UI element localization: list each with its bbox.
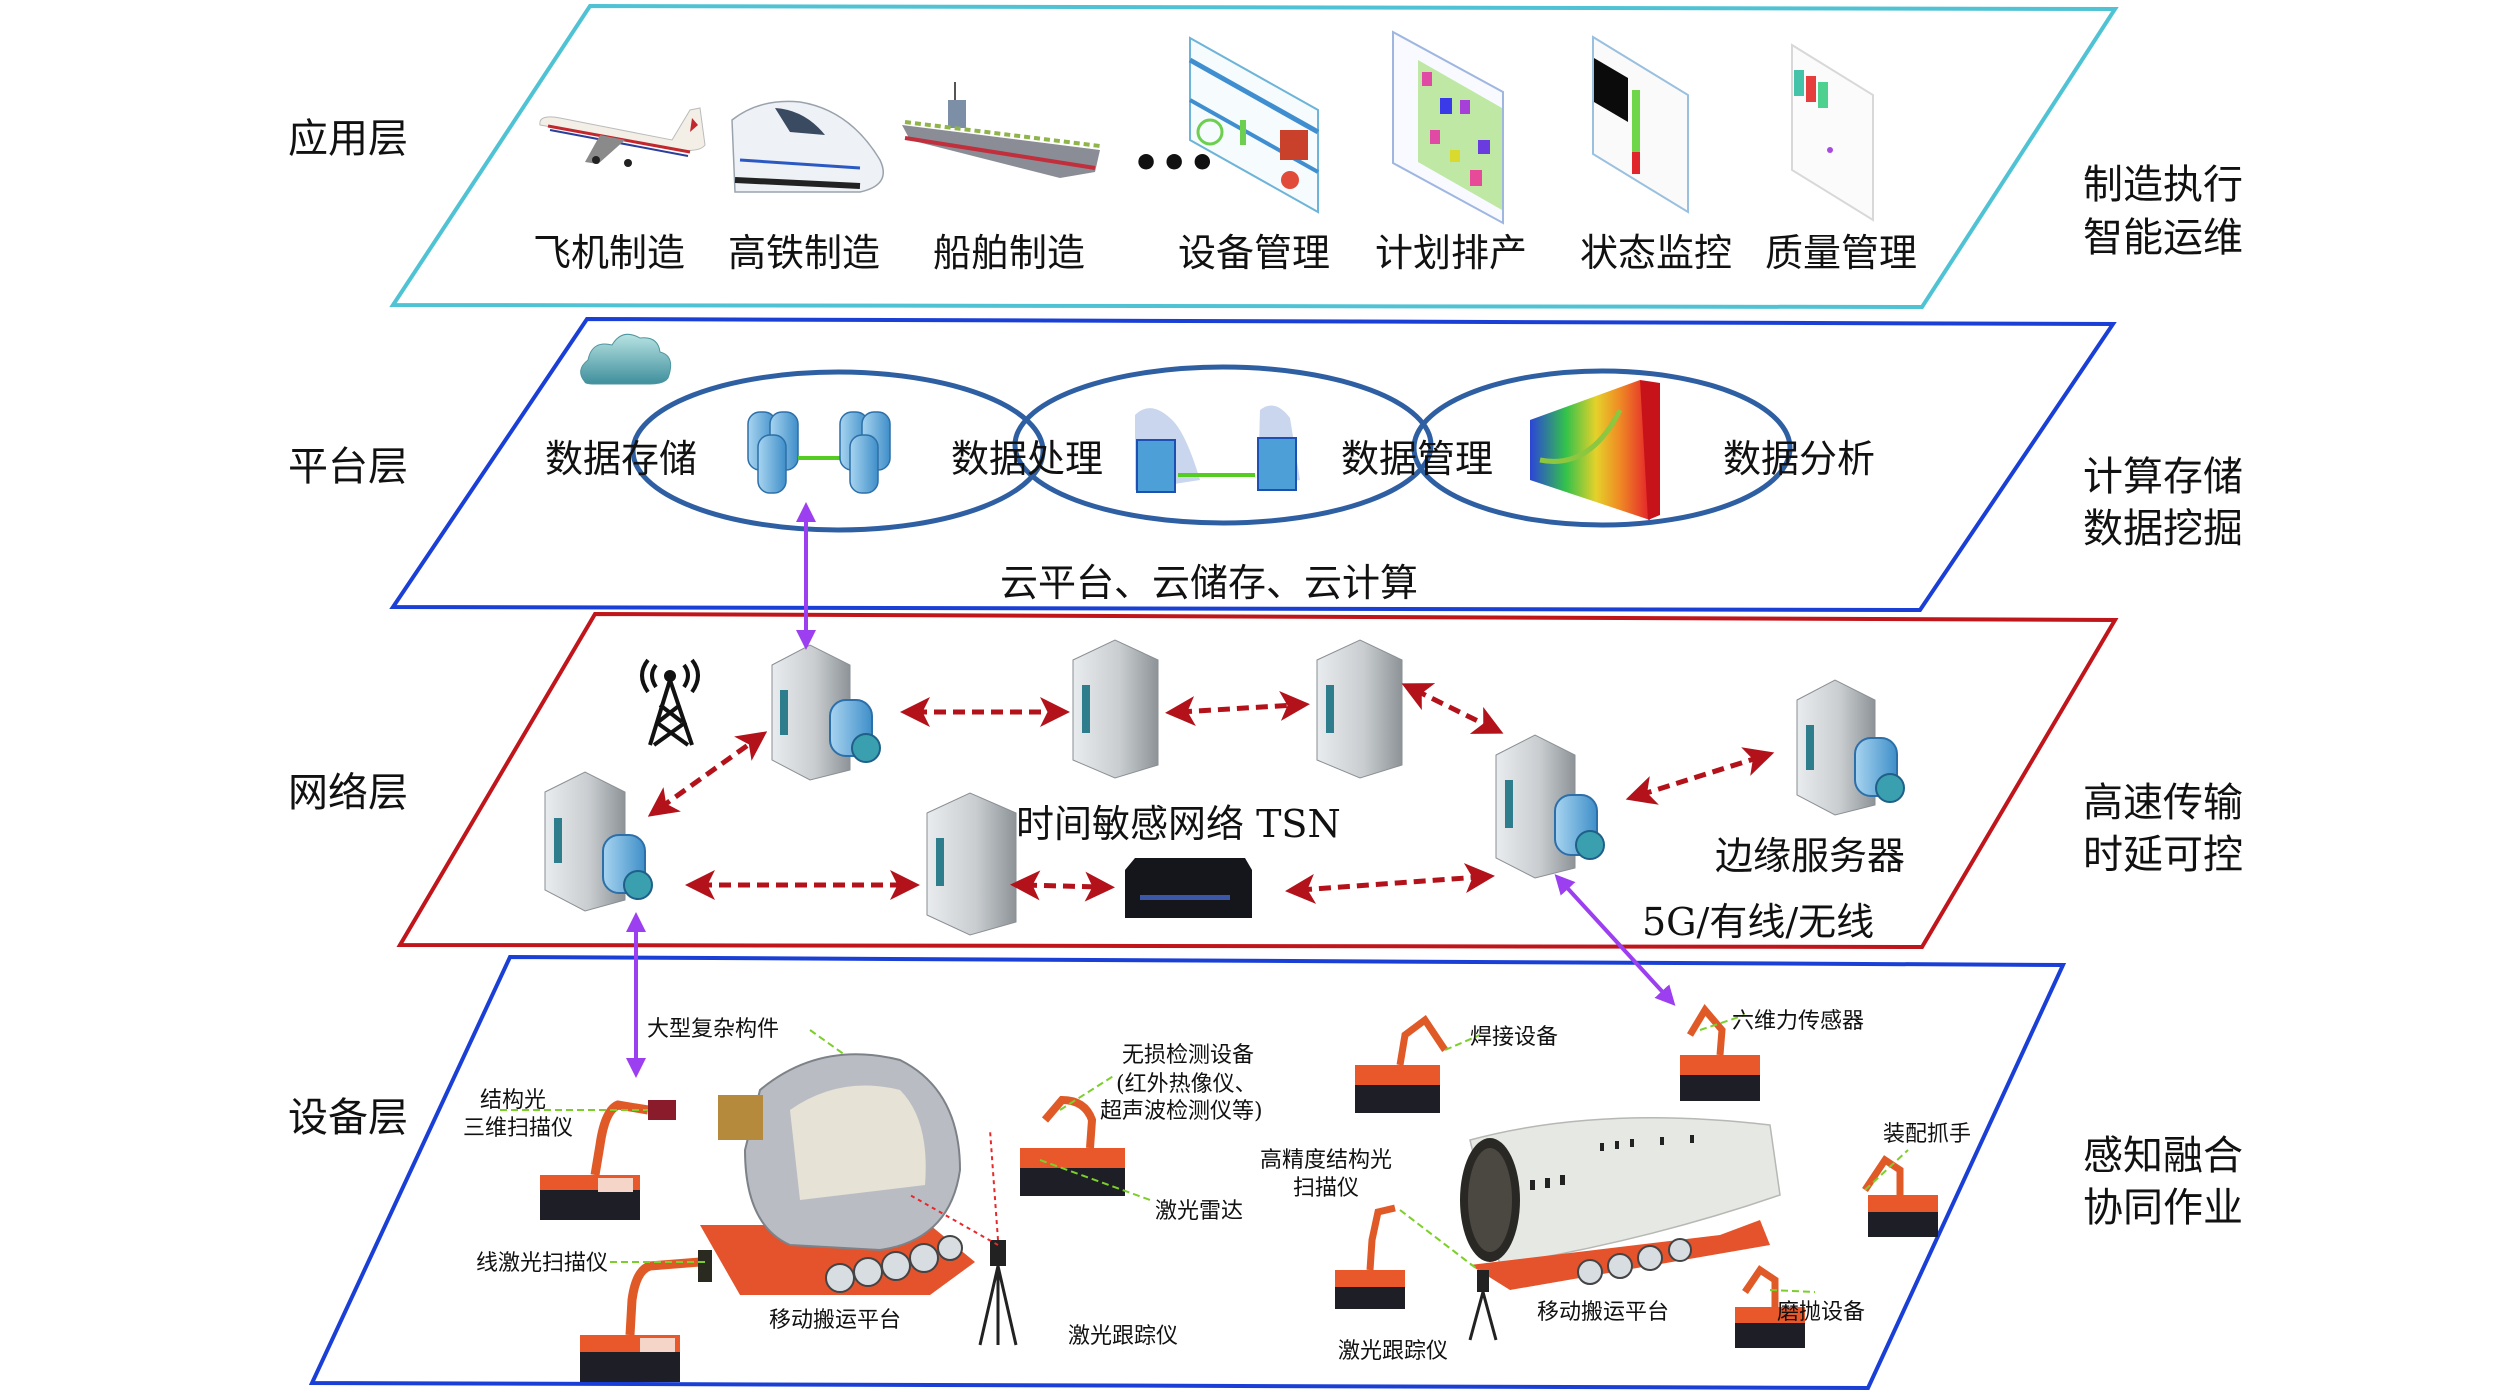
robot-polishing (1735, 1265, 1816, 1348)
quality-management-screenshot (1791, 43, 1874, 222)
layer-name-platform: 平台层 (288, 444, 408, 490)
robot-assembly-gripper (1862, 1149, 1938, 1237)
label-mobile-platform-left: 移动搬运平台 (769, 1308, 901, 1333)
link-center-server-to-mini-pc (1010, 870, 1115, 902)
server-with-database-top (771, 644, 881, 781)
tsn-label: 时间敏感网络 TSN (1016, 802, 1341, 846)
link-tsn-2-to-right-server (1401, 683, 1504, 734)
high-speed-train-icon (731, 100, 884, 193)
ellipse-data-analysis (1411, 368, 1793, 528)
platform-layer-frame (389, 316, 2117, 613)
network-layer-frame (396, 611, 2119, 950)
application-layer-frame (389, 3, 2119, 310)
cloud-icon (580, 333, 672, 385)
edge-server-icon (1796, 679, 1905, 816)
server-center-bottom (926, 792, 1017, 936)
layer-desc-network-1: 高速传输 (2083, 780, 2243, 826)
aircraft-fuselage (1460, 1117, 1781, 1290)
link-type-label: 5G/有线/无线 (1642, 900, 1874, 944)
platform-function-storage: 数据存储 (545, 437, 697, 481)
label-ndt-1: 无损检测设备 (1122, 1043, 1254, 1068)
layer-desc-network-2: 时延可控 (2083, 832, 2243, 878)
label-structured-light-1: 结构光 (480, 1088, 546, 1113)
layer-desc-application-1: 制造执行 (2083, 162, 2243, 208)
link-right-to-edge-server (1625, 747, 1775, 805)
platform-function-analysis: 数据分析 (1723, 437, 1875, 481)
device-layer-frame (308, 954, 2067, 1391)
robot-high-precision-scanner (1335, 1204, 1486, 1309)
label-ndt-3: 超声波检测仪等) (1100, 1099, 1263, 1124)
robot-line-laser-scanner (580, 1250, 712, 1382)
bar-chart-growth-icon (1530, 380, 1660, 520)
label-line-laser-scanner: 线激光扫描仪 (476, 1251, 608, 1276)
label-hp-scanner-1: 高精度结构光 (1260, 1148, 1392, 1173)
equipment-management-screenshot (1188, 36, 1320, 214)
ship-icon (902, 82, 1101, 178)
platform-caption: 云平台、云储存、云计算 (1000, 561, 1418, 605)
layer-desc-application-2: 智能运维 (2083, 215, 2243, 261)
ellipse-data-processing (1012, 364, 1434, 526)
layer-desc-device-2: 协同作业 (2083, 1185, 2243, 1231)
label-structured-light-2: 三维扫描仪 (463, 1116, 573, 1141)
industrial-mini-pc-icon (1125, 858, 1252, 918)
airplane-icon (539, 107, 706, 167)
label-large-complex-component: 大型复杂构件 (647, 1017, 779, 1042)
link-tsn-1-to-tsn-2 (1165, 690, 1310, 727)
robot-six-axis-force-sensor (1680, 1004, 1760, 1101)
server-tsn-1 (1072, 639, 1159, 779)
layer-name-network: 网络层 (288, 770, 408, 816)
platform-function-management: 数据管理 (1341, 437, 1493, 481)
app-item-quality-management: 质量管理 (1765, 231, 1917, 275)
server-with-database-right (1495, 734, 1605, 879)
app-item-equipment-management: 设备管理 (1178, 231, 1330, 275)
database-cluster-icon (747, 411, 891, 494)
laser-tracker-left (909, 1129, 1018, 1346)
robot-welding (1355, 1014, 1481, 1113)
app-item-high-speed-rail: 高铁制造 (728, 231, 880, 275)
layer-desc-platform-1: 计算存储 (2083, 454, 2243, 500)
application-item-labels: 飞机制造 高铁制造 船舶制造 设备管理 计划排产 状态监控 质量管理 (533, 231, 1917, 275)
label-ndt-2: (红外热像仪、 (1116, 1072, 1257, 1097)
app-item-shipbuilding: 船舶制造 (933, 231, 1085, 275)
tsn-links (647, 683, 1775, 904)
large-complex-component (700, 1029, 975, 1295)
label-force-sensor: 六维力传感器 (1732, 1009, 1864, 1034)
production-scheduling-screenshot (1392, 30, 1504, 225)
cloud-server-icons (1135, 405, 1300, 493)
server-tsn-2 (1316, 639, 1403, 779)
cell-tower-icon (640, 658, 700, 747)
device-labels: 大型复杂构件 结构光 三维扫描仪 无损检测设备 (红外热像仪、 超声波检测仪等)… (463, 1009, 1971, 1364)
status-monitoring-screenshot (1592, 35, 1689, 214)
layer-name-device: 设备层 (288, 1095, 408, 1141)
label-hp-scanner-2: 扫描仪 (1293, 1176, 1359, 1201)
app-item-aircraft: 飞机制造 (533, 231, 685, 275)
label-mobile-platform-right: 移动搬运平台 (1537, 1300, 1669, 1325)
edge-server-label: 边缘服务器 (1715, 834, 1905, 878)
label-lidar: 激光雷达 (1155, 1199, 1243, 1224)
app-item-production-scheduling: 计划排产 (1375, 231, 1527, 275)
label-gripper: 装配抓手 (1883, 1122, 1971, 1147)
ellipse-data-storage (630, 369, 1046, 533)
link-mini-pc-to-right-server (1285, 863, 1495, 904)
robot-structured-light-scanner (500, 1100, 676, 1220)
layer-desc-device-1: 感知融合 (2083, 1133, 2243, 1179)
layer-desc-platform-2: 数据挖掘 (2083, 506, 2243, 552)
label-laser-tracker-right: 激光跟踪仪 (1338, 1339, 1448, 1364)
robot-ndt-lidar (1020, 1074, 1151, 1201)
layer-name-application: 应用层 (288, 116, 408, 162)
label-polishing: 磨抛设备 (1777, 1300, 1865, 1325)
app-item-status-monitoring: 状态监控 (1580, 231, 1732, 275)
server-with-database-left (544, 771, 653, 912)
arrow-network-device-right (1554, 874, 1676, 1006)
platform-function-processing: 数据处理 (951, 437, 1103, 481)
label-welding: 焊接设备 (1470, 1025, 1558, 1050)
label-laser-tracker-left: 激光跟踪仪 (1068, 1324, 1178, 1349)
laser-tracker-right (1468, 1270, 1498, 1341)
link-left-to-top-server (647, 731, 768, 817)
